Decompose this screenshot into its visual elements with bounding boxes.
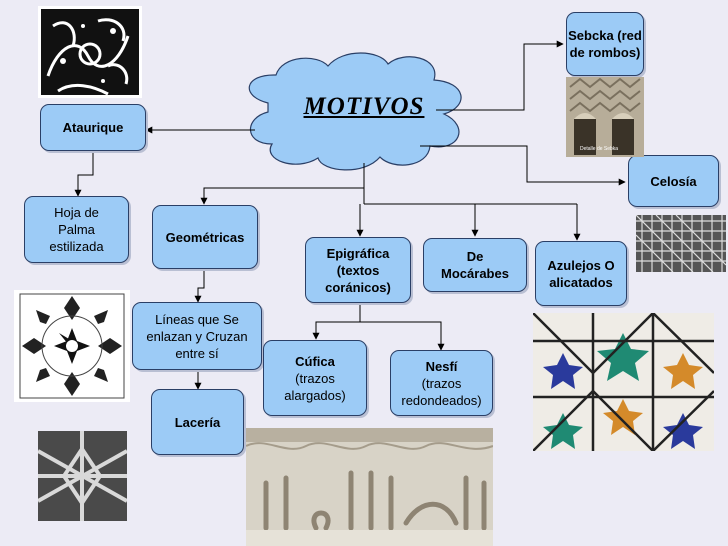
node-laceria-label: Lacería [174,414,221,430]
node-cufica-title: Cúfica [295,353,335,369]
motivos-cloud [248,52,462,171]
node-ataurique: Ataurique [40,104,146,151]
edge-epigrafica-split [312,303,361,340]
node-ataurique-label: Ataurique [62,120,124,135]
edge-geometricas [200,187,364,205]
node-azulejos: Azulejos O alicatados [535,241,627,306]
node-geometricas-label: Geométricas [165,229,245,245]
node-lineas-label: Líneas que Se enlazan y Cruzan entre sí [146,311,248,361]
central-title: MOTIVOS [303,93,425,120]
edge-geometricas-lineas [194,269,205,303]
node-azulejos-label: Azulejos O alicatados [547,257,615,290]
node-mocarabes: De Mocárabes [423,238,527,292]
node-epigrafica-label: Epigráfica (textos coránicos) [325,245,391,295]
node-lineas: Líneas que Se enlazan y Cruzan entre sí [132,302,262,370]
node-sebcka: Sebcka (red de rombos) [566,12,644,76]
node-epigrafica: Epigráfica (textos coránicos) [305,237,411,303]
node-celosia-label: Celosía [650,173,697,189]
edge-sebcka [436,40,564,111]
sebka-detail-image: Detalle de Sebka [566,77,644,157]
edge-celosia [420,145,626,186]
node-hoja-palma: Hoja de Palma estilizada [24,196,129,263]
node-mocarabes-label: De Mocárabes [441,249,509,281]
alicatado-tiles-image [533,313,714,451]
node-cufica: Cúfica (trazos alargados) [263,340,367,416]
edge-epigrafica-nesfi [360,321,445,351]
celosia-pattern-image [636,215,726,272]
node-cufica-subtitle: (trazos alargados) [284,370,346,403]
node-celosia: Celosía [628,155,719,207]
node-laceria: Lacería [151,389,244,455]
sebka-image-caption: Detalle de Sebka [580,146,619,152]
node-geometricas: Geométricas [152,205,258,269]
node-nesfi: Nesfí (trazos redondeados) [390,350,493,416]
ataurique-pattern-image [38,6,142,98]
laceria-photo-image [38,431,127,521]
edge-ataurique-hoja [74,151,94,197]
epigraphic-relief-image [246,428,493,546]
geometric-star-pattern-image [14,290,130,402]
node-hoja-palma-label: Hoja de Palma estilizada [49,205,104,254]
node-nesfi-subtitle: (trazos redondeados) [401,375,482,408]
node-nesfi-title: Nesfí [425,358,458,374]
node-sebcka-label: Sebcka (red de rombos) [568,28,642,60]
